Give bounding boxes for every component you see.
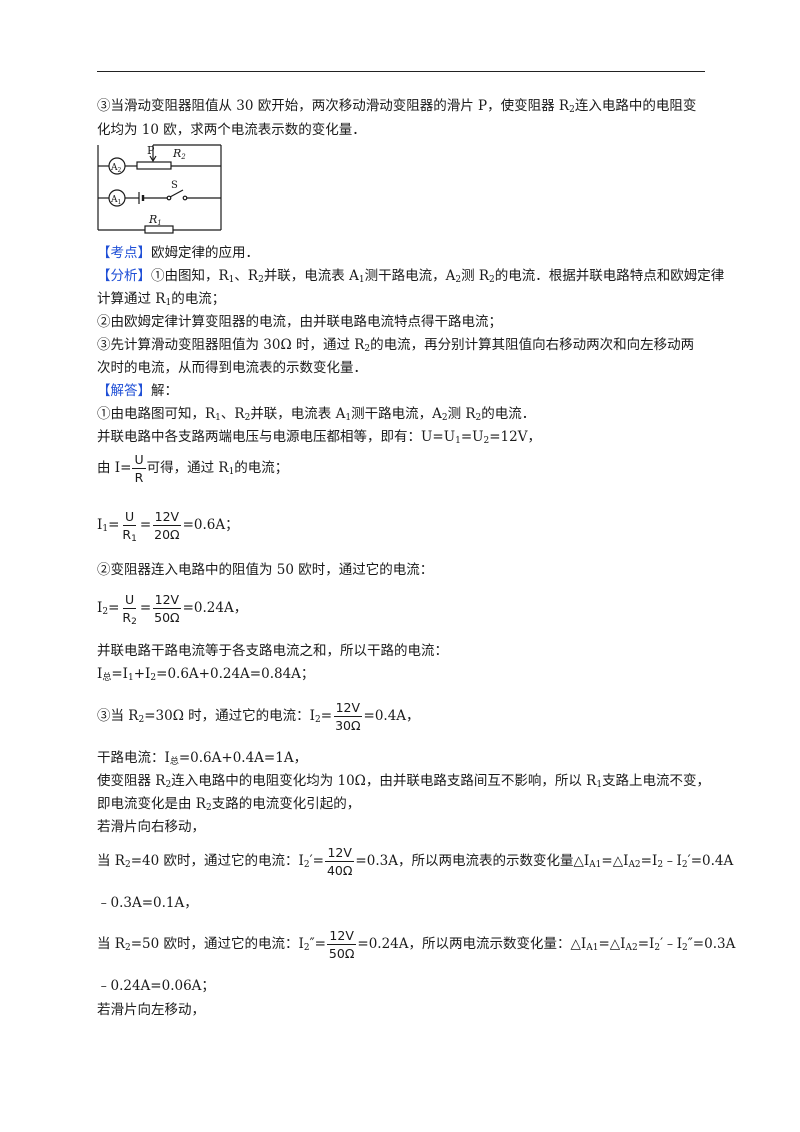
fenxi-line-5: 次时的电流，从而得到电流表的示数变化量． bbox=[97, 360, 367, 376]
circuit-diagram: P R2 A2 A1 S R1 bbox=[97, 144, 222, 234]
solution-line-4: ②变阻器连入电路中的阻值为 50 欧时，通过它的电流： bbox=[97, 562, 434, 578]
fenxi-line-4: ③先计算滑动变阻器阻值为 30Ω 时，通过 R2的电流，再分别计算其阻值向右移动… bbox=[97, 337, 695, 354]
label-r1: R1 bbox=[148, 213, 162, 227]
label-p: P bbox=[147, 144, 155, 157]
fenxi-line-1: 【分析】①由图知，R1、R2并联，电流表 A1测干路电流，A2测 R2的电流．根… bbox=[97, 268, 725, 285]
jieda-heading: 【解答】解： bbox=[97, 383, 178, 399]
solution-line-10: 若滑片向右移动， bbox=[97, 819, 205, 835]
label-s: S bbox=[171, 180, 178, 191]
label-a2: A2 bbox=[110, 163, 122, 174]
question-line-2: 化均为 10 欧，求两个电流表示数的变化量． bbox=[97, 122, 366, 138]
switch-symbol bbox=[166, 195, 172, 201]
solution-line-14: ﹣0.24A=0.06A； bbox=[97, 978, 215, 994]
solution-line-7: 干路电流：I总=0.6A+0.4A=1A， bbox=[97, 750, 308, 767]
rheostat-r2-symbol bbox=[136, 161, 172, 170]
label-a1: A1 bbox=[110, 195, 121, 206]
solution-line-2: 并联电路中各支路两端电压与电源电压都相等，即有：U=U1=U2=12V， bbox=[97, 429, 541, 446]
solution-line-15: 若滑片向左移动， bbox=[97, 1002, 205, 1018]
fenxi-line-3: ②由欧姆定律计算变阻器的电流，由并联电路电流特点得干路电流； bbox=[97, 314, 502, 330]
header-rule bbox=[97, 71, 705, 72]
solution-line-1: ①由电路图可知，R1、R2并联，电流表 A1测干路电流，A2测 R2的电流． bbox=[97, 406, 536, 423]
slider-arrow-icon bbox=[149, 155, 157, 163]
solution-line-12: ﹣0.3A=0.1A， bbox=[97, 895, 198, 911]
solution-line-9: 即电流变化是由 R2支路的电流变化引起的， bbox=[97, 796, 361, 813]
question-line-1: ③当滑动变阻器阻值从 30 欧开始，两次移动滑动变阻器的滑片 P，使变阻器 R2… bbox=[97, 98, 697, 115]
equation-i-total: I总=I1+I2=0.6A+0.24A=0.84A； bbox=[97, 666, 315, 683]
fenxi-line-2: 计算通过 R1的电流； bbox=[97, 291, 226, 308]
solution-line-5: 并联电路干路电流等于各支路电流之和，所以干路的电流： bbox=[97, 643, 448, 659]
solution-line-8: 使变阻器 R2连入电路中的电阻变化均为 10Ω，由并联电路支路间互不影响，所以 … bbox=[97, 773, 711, 790]
label-r2: R2 bbox=[172, 147, 186, 161]
kaodian-line: 【考点】欧姆定律的应用． bbox=[97, 245, 259, 261]
resistor-r1-symbol bbox=[144, 225, 174, 234]
